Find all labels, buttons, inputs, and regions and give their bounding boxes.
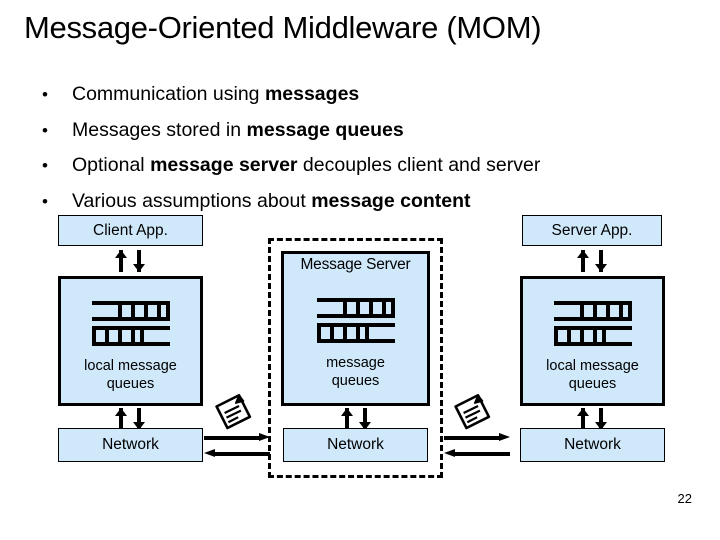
client-queues-label-line2: queues [106,376,155,392]
client-app-box: Client App. [58,215,203,246]
arrow-down-icon [593,408,609,430]
list-item-text: Various assumptions about message conten… [72,184,708,219]
letter-icon [453,392,495,432]
client-network-box: Network [58,428,203,462]
list-item: • Communication using messages [38,77,708,113]
queue-icon [91,326,170,346]
server-queues-label-line1: local message [546,358,639,374]
arrow-up-icon [575,408,591,430]
bullet-list: • Communication using messages • Message… [38,77,708,219]
bullet-3-plain1: Optional [72,154,151,176]
queue-icon [316,323,395,343]
server-app-box: Server App. [522,215,662,246]
arrow-down-icon [131,408,147,430]
arrow-up-icon [113,250,129,272]
arrow-down-icon [357,408,373,430]
mom-architecture-diagram: Client App. local message queues [0,205,720,490]
message-server-title: Message Server [300,256,411,273]
message-server-queue-glyphs [284,298,427,343]
list-item-text: Communication using messages [72,77,708,112]
bullet-4-plain1: Various assumptions about [72,189,312,212]
server-to-client-arrow [204,449,270,458]
bullet-1-plain1: Communication using [72,83,265,105]
bullet-marker: • [42,85,48,104]
server-app-label: Server App. [551,221,633,239]
message-server-network-label: Network [327,436,384,453]
list-item: • Various assumptions about message cont… [38,184,708,220]
server-queue-glyphs [523,301,662,346]
message-server-boundary [268,238,443,478]
server-network-label: Network [564,436,621,453]
server-queues-label-line2: queues [568,376,617,392]
arrow-up-icon [575,250,591,272]
bullet-1-bold1: messages [264,83,360,105]
list-item: • Messages stored in message queues [38,113,708,149]
client-queues-label-line1: local message [84,358,177,374]
queue-icon [316,298,395,318]
page-title: Message-Oriented Middleware (MOM) [24,10,542,45]
server-queue-network-arrows [575,408,609,430]
arrow-down-icon [131,250,147,272]
client-queue-network-arrows [113,408,147,430]
list-item-text: Messages stored in message queues [72,113,708,148]
server-app-queue-arrows [575,250,609,272]
list-item-text: Optional message server decouples client… [72,148,708,183]
arrow-down-icon [593,250,609,272]
message-server-network-arrows [339,408,373,430]
client-local-queues-box: local message queues [58,276,203,406]
bullet-marker: • [42,120,48,140]
message-server-queues-label-line1: message [326,355,385,371]
client-network-label: Network [102,436,159,453]
bullet-2-bold1: message queues [246,118,404,141]
client-app-queue-arrows [113,250,147,272]
bullet-2-plain1: Messages stored in [72,118,247,141]
message-server-box: Message Server message queues [281,251,430,406]
arrow-up-icon [339,408,355,430]
bullet-3-bold1: message server [150,154,298,176]
bullet-marker: • [42,191,48,211]
page-number: 22 [677,491,692,506]
server-local-queues-box: local message queues [520,276,665,406]
letter-icon [214,392,256,432]
queue-icon [553,301,632,321]
message-server-network-box: Network [283,428,428,462]
client-app-label: Client App. [93,221,168,239]
message-server-queues-label-line2: queues [331,373,380,389]
arrow-up-icon [113,408,129,430]
bullet-4-bold1: message content [311,189,471,212]
queue-icon [553,326,632,346]
queue-icon [91,301,170,321]
list-item: • Optional message server decouples clie… [38,148,708,184]
client-to-server-arrow [204,433,270,442]
bullet-3-plain2: decouples client and server [297,154,541,176]
server-network-box: Network [520,428,665,462]
bullet-marker: • [42,156,48,175]
server-link-incoming-arrow [444,449,510,458]
client-queue-glyphs [61,301,200,346]
server-link-outgoing-arrow [444,433,510,442]
